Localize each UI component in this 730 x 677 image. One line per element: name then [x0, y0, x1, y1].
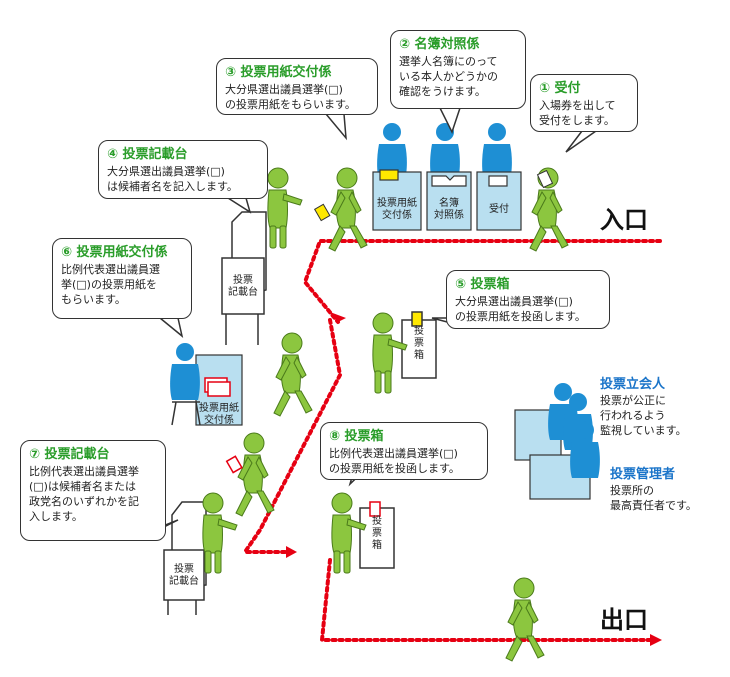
bubble-issue-1: ③ 投票用紙交付係 大分県選出議員選挙(□) の投票用紙をもらいます。 — [216, 58, 378, 115]
bubble-box-2-title: ⑧ 投票箱 — [329, 429, 384, 444]
label-box-2: 投 票 箱 — [372, 516, 382, 551]
booth-top — [221, 211, 267, 345]
exit-label: 出口 — [600, 606, 648, 634]
ballot-box-top — [401, 311, 437, 379]
role-manager: 投票管理者 投票所の 最高責任者です。 — [610, 466, 720, 513]
bubble-issue-1-body: 大分県選出議員選挙(□) の投票用紙をもらいます。 — [225, 83, 356, 111]
bubble-reception-body: 入場券を出して 受付をします。 — [539, 99, 616, 127]
bubble-box-1-title: ⑤ 投票箱 — [455, 277, 510, 292]
label-roster-desk: 名簿 対照係 — [434, 198, 464, 221]
role-witness-desc: 投票が公正に 行われるよう 監視しています。 — [600, 394, 687, 437]
bubble-roster-title: ② 名簿対照係 — [399, 37, 480, 52]
issue-desk-2 — [195, 354, 243, 426]
role-witness: 投票立会人 投票が公正に 行われるよう 監視しています。 — [600, 376, 720, 438]
bubble-booth-2-title: ⑦ 投票記載台 — [29, 447, 110, 462]
chair-issue-2 — [171, 401, 201, 426]
role-manager-title: 投票管理者 — [610, 467, 676, 482]
role-manager-desc: 投票所の 最高責任者です。 — [610, 484, 697, 512]
witness-table — [514, 409, 591, 500]
route-arrowheads — [286, 312, 662, 646]
ballot-box-bottom — [359, 501, 395, 569]
label-reception-desk: 受付 — [489, 204, 509, 215]
bubble-booth-2-body: 比例代表選出議員選挙 (□)は候補者名または 政党名のいずれかを記 入します。 — [29, 465, 139, 523]
bubble-issue-1-title: ③ 投票用紙交付係 — [225, 65, 332, 80]
bubble-box-2-body: 比例代表選出議員選挙(□) の投票用紙を投函します。 — [329, 447, 460, 475]
booth-bottom — [163, 501, 207, 615]
bubble-roster-body: 選挙人名簿にのって いる本人かどうかの 確認をうけます。 — [399, 55, 498, 98]
reception-desks — [372, 169, 522, 231]
label-issue-desk-2: 投票用紙 交付係 — [199, 403, 239, 426]
bubble-booth-1-body: 大分県選出議員選挙(□) は候補者名を記入します。 — [107, 165, 238, 193]
bubble-issue-2-body: 比例代表選出議員選 挙(□)の投票用紙を もらいます。 — [61, 263, 160, 306]
bubble-box-1: ⑤ 投票箱 大分県選出議員選挙(□) の投票用紙を投函します。 — [446, 270, 610, 329]
bubble-box-2: ⑧ 投票箱 比例代表選出議員選挙(□) の投票用紙を投函します。 — [320, 422, 488, 480]
label-booth-1: 投票 記載台 — [228, 275, 258, 298]
role-witness-title: 投票立会人 — [600, 377, 666, 392]
entrance-label: 入口 — [600, 206, 648, 234]
bubble-reception: ① 受付 入場券を出して 受付をします。 — [530, 74, 638, 132]
label-booth-2: 投票 記載台 — [169, 564, 199, 587]
label-issue-desk: 投票用紙 交付係 — [377, 198, 417, 221]
bubble-booth-1: ④ 投票記載台 大分県選出議員選挙(□) は候補者名を記入します。 — [98, 140, 268, 199]
official-issue-2 — [170, 343, 200, 400]
bubble-box-1-body: 大分県選出議員選挙(□) の投票用紙を投函します。 — [455, 295, 586, 323]
bubble-reception-title: ① 受付 — [539, 81, 581, 96]
bubble-booth-1-title: ④ 投票記載台 — [107, 147, 188, 162]
bubble-issue-2-title: ⑥ 投票用紙交付係 — [61, 245, 168, 260]
label-box-1: 投 票 箱 — [414, 326, 424, 361]
bubble-issue-2: ⑥ 投票用紙交付係 比例代表選出議員選 挙(□)の投票用紙を もらいます。 — [52, 238, 192, 319]
bubble-roster: ② 名簿対照係 選挙人名簿にのって いる本人かどうかの 確認をうけます。 — [390, 30, 526, 109]
route-path — [241, 239, 662, 642]
bubble-booth-2: ⑦ 投票記載台 比例代表選出議員選挙 (□)は候補者名または 政党名のいずれかを… — [20, 440, 166, 541]
voter-ballots — [225, 169, 554, 474]
